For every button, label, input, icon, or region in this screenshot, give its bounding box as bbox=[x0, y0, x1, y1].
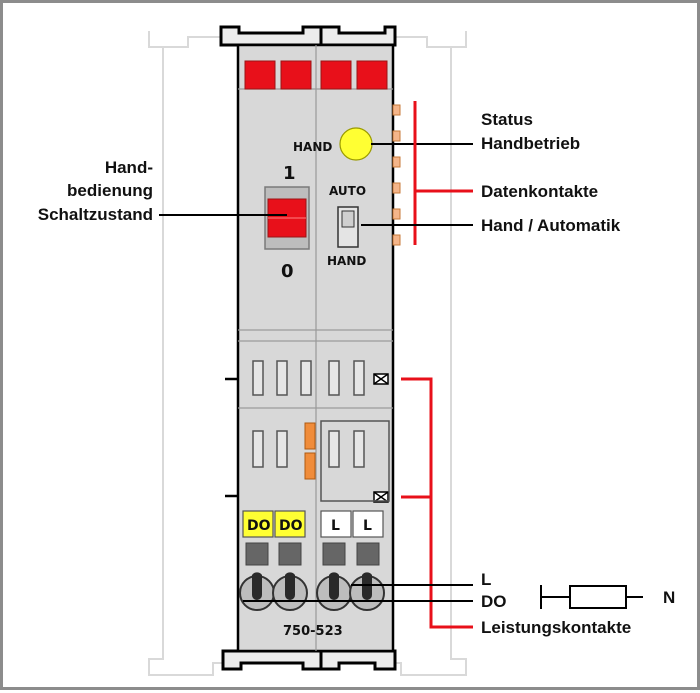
power-contact-markers bbox=[373, 373, 389, 503]
terminal-label-tags bbox=[242, 510, 384, 538]
label-bedienung: bedienung bbox=[67, 181, 153, 200]
label-hand-automatik: Hand / Automatik bbox=[481, 216, 621, 235]
module-diagram: HAND 1 0 AUTO HAND bbox=[38, 25, 675, 676]
label-n: N bbox=[663, 588, 675, 607]
terminal-release-buttons bbox=[245, 542, 380, 566]
load-resistor-symbol bbox=[540, 585, 643, 609]
left-edge-marks bbox=[225, 377, 238, 498]
upper-slot-row bbox=[252, 360, 365, 396]
label-schaltzustand: Schaltzustand bbox=[38, 205, 153, 224]
switch-off-label: 0 bbox=[281, 261, 294, 282]
data-contacts bbox=[392, 104, 401, 246]
model-number: 750-523 bbox=[283, 624, 343, 639]
top-status-leds bbox=[244, 60, 388, 90]
hand-status-led bbox=[339, 127, 373, 161]
top-mounting-clips bbox=[219, 25, 397, 47]
label-l: L bbox=[481, 570, 491, 589]
label-datenkontakte: Datenkontakte bbox=[481, 182, 598, 201]
selector-knob bbox=[341, 210, 355, 228]
label-leistungskontakte: Leistungskontakte bbox=[481, 618, 631, 637]
terminal-label-3: L bbox=[331, 518, 340, 534]
power-jumper bbox=[304, 422, 316, 480]
led-hand-label: HAND bbox=[293, 140, 332, 154]
terminal-label-2: DO bbox=[279, 518, 303, 534]
switch-on-label: 1 bbox=[283, 163, 296, 184]
label-hand: Hand- bbox=[105, 158, 153, 177]
label-handbetrieb: Handbetrieb bbox=[481, 134, 580, 153]
lower-slot-row bbox=[252, 430, 365, 468]
lower-inner-panel bbox=[320, 420, 390, 502]
selector-hand-label: HAND bbox=[327, 254, 366, 268]
label-status: Status bbox=[481, 110, 533, 129]
terminal-label-1: DO bbox=[247, 518, 271, 534]
label-do: DO bbox=[481, 592, 507, 611]
din-rail-outline bbox=[148, 31, 467, 676]
terminal-label-4: L bbox=[363, 518, 372, 534]
bottom-mounting-clips bbox=[221, 649, 397, 671]
leistungskontakte-bracket bbox=[401, 377, 473, 629]
selector-auto-label: AUTO bbox=[329, 184, 366, 198]
